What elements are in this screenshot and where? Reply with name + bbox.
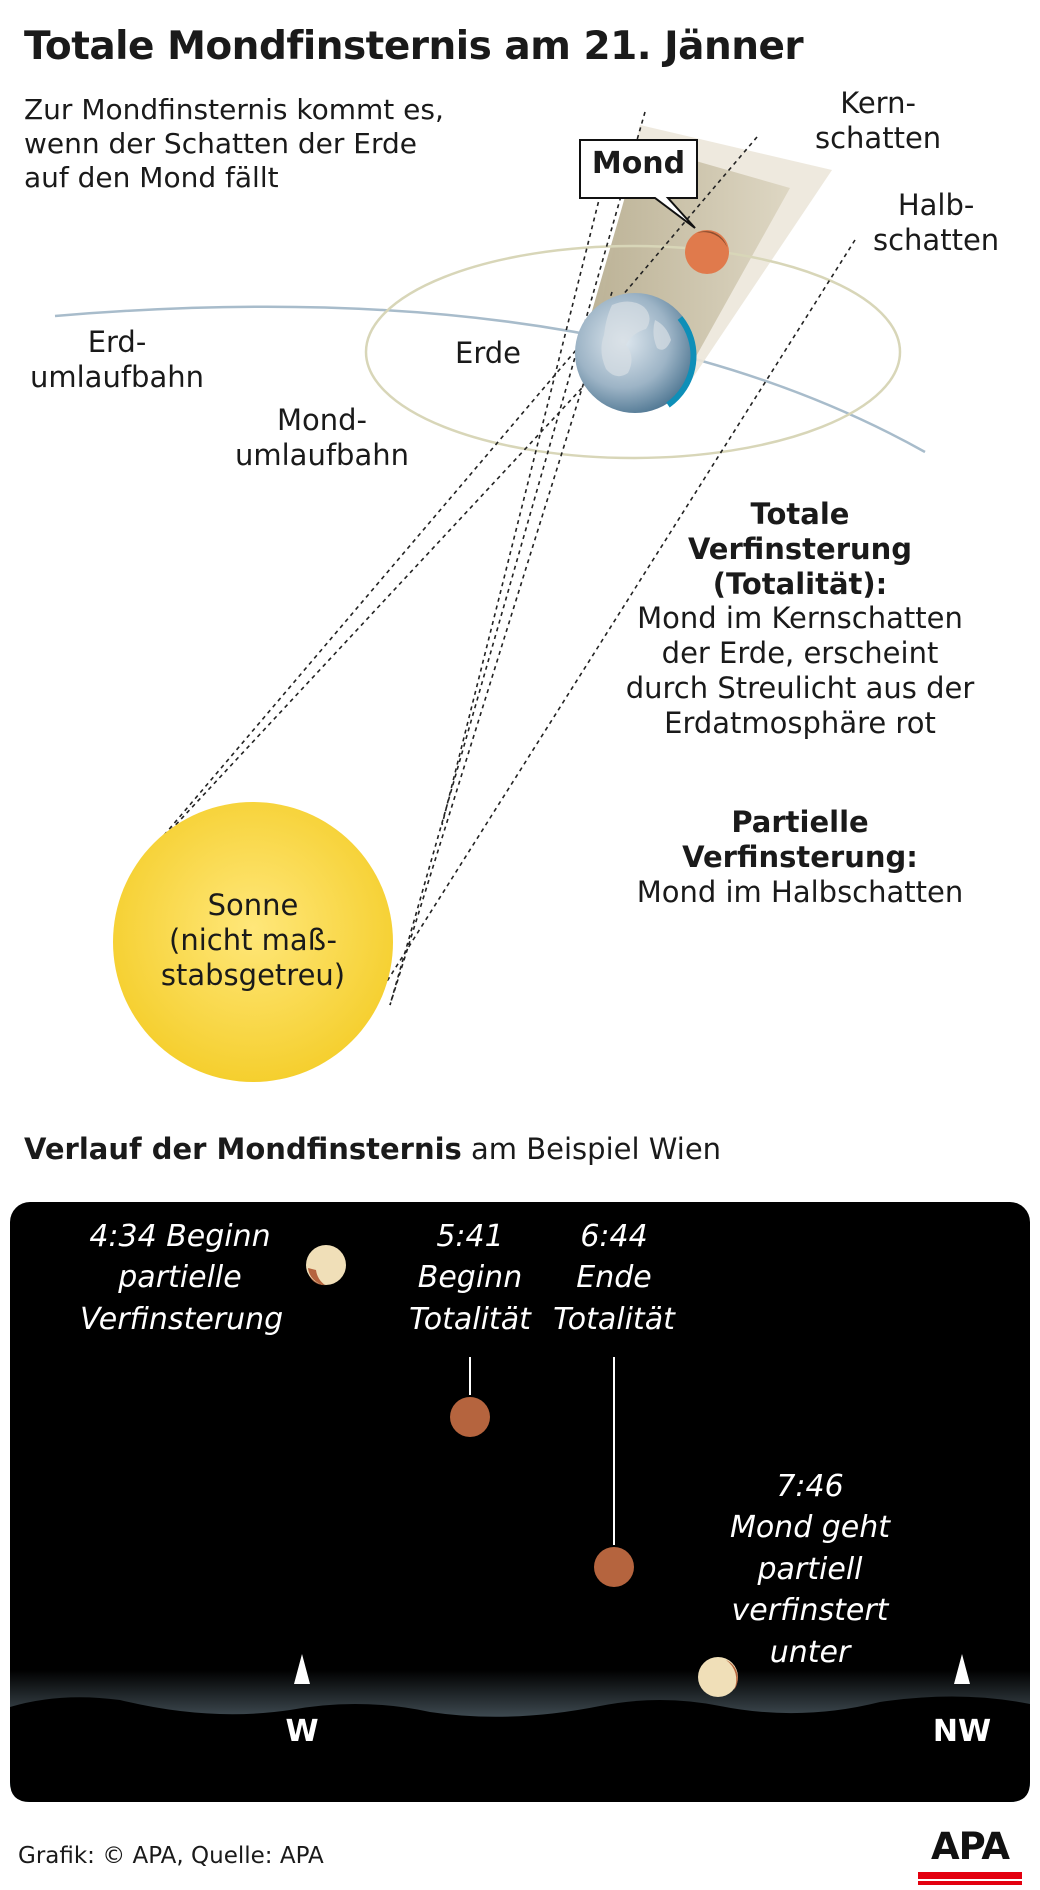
sun [113, 802, 393, 1082]
earth-shadow-edge [666, 316, 697, 408]
totality-text-line: Erdatmosphäre rot [664, 705, 936, 740]
apa-logo-graphic [918, 1872, 1022, 1885]
event-line: Mond geht [729, 1510, 891, 1546]
intro-line: wenn der Schatten der Erde [24, 127, 417, 161]
event-line: verfinstert [731, 1593, 889, 1629]
timeline-heading-rest: am Beispiel Wien [461, 1132, 722, 1166]
event-line: Totalität [553, 1301, 675, 1337]
event-moonset: 7:46 Mond geht partiell verfinstert unte… [720, 1466, 900, 1673]
event-partial-start: 4:34 Beginn partielle Verfinsterung [80, 1216, 284, 1340]
erde-label: Erde [455, 336, 521, 370]
event-line: 5:41 [436, 1219, 504, 1254]
earth [575, 293, 695, 413]
event-totality-end: 6:44 Ende Totalität [544, 1216, 684, 1340]
mond-umlaufbahn-line: umlaufbahn [235, 437, 409, 472]
event-line: 7:46 [776, 1469, 844, 1504]
moon-totality-start [450, 1397, 490, 1437]
mond-umlaufbahn-line: Mond- [276, 403, 368, 437]
event-line: partiell [757, 1551, 863, 1587]
event-line: Totalität [409, 1301, 531, 1337]
sonne-label: Sonne (nicht maß- stabsgetreu) [153, 888, 353, 992]
erd-umlaufbahn-line: Erd- [87, 325, 147, 359]
moon-totality-end [594, 1547, 634, 1587]
halbschatten-line: schatten [873, 222, 1000, 257]
moon-orbit [364, 244, 902, 460]
event-line: partielle [118, 1260, 242, 1296]
event-line: unter [769, 1634, 851, 1670]
sonne-line: (nicht maß- [169, 922, 337, 957]
apa-logo: APA [931, 1825, 1010, 1868]
timeline-heading-bold: Verlauf der Mondfinsternis [24, 1132, 462, 1166]
timeline-heading: Verlauf der Mondfinsternis am Beispiel W… [24, 1132, 721, 1167]
totality-heading-line: Verfinsterung [687, 531, 913, 566]
event-line: Ende [576, 1260, 652, 1296]
landscape-silhouette [10, 1696, 1030, 1802]
event-totality-start: 5:41 Beginn Totalität [395, 1216, 545, 1340]
kernschatten-line: schatten [815, 120, 942, 155]
mond-callout [579, 139, 698, 229]
totality-info: Totale Verfinsterung (Totalität): Mond i… [590, 497, 1010, 741]
halbschatten-label: Halb- schatten [873, 188, 999, 258]
totality-text-line: Mond im Kernschatten [637, 601, 963, 636]
moon-partial-start [306, 1245, 346, 1286]
direction-northwest: NW [932, 1714, 992, 1749]
moon-in-shadow [685, 230, 729, 274]
mond-label: Mond [591, 146, 686, 181]
kernschatten-line: Kern- [840, 86, 916, 120]
mond-umlaufbahn-label: Mond- umlaufbahn [235, 403, 409, 473]
sonne-line: Sonne [207, 888, 299, 922]
event-line: Beginn [417, 1260, 523, 1296]
totality-heading-line: Totale [750, 497, 850, 531]
sonne-line: stabsgetreu) [160, 957, 346, 992]
west-marker-icon [294, 1654, 310, 1684]
partial-heading-line: Partielle [731, 805, 869, 839]
earth-continents [601, 301, 671, 377]
erd-umlaufbahn-label: Erd- umlaufbahn [30, 325, 204, 395]
footer-credit: Grafik: © APA, Quelle: APA [18, 1843, 324, 1869]
night-sky [10, 1202, 1030, 1802]
erd-umlaufbahn-line: umlaufbahn [30, 359, 204, 394]
kernschatten-label: Kern- schatten [815, 86, 941, 156]
northwest-marker-icon [954, 1654, 970, 1684]
partial-text-line: Mond im Halbschatten [636, 874, 964, 909]
halbschatten-line: Halb- [897, 188, 975, 222]
direction-west: W [285, 1714, 319, 1749]
event-line: 4:34 Beginn [89, 1219, 271, 1254]
intro-text: Zur Mondfinsternis kommt es, wenn der Sc… [24, 93, 444, 195]
earth-orbit [54, 305, 926, 454]
shadow-lines [142, 111, 856, 1006]
totality-heading-line: (Totalität): [712, 566, 888, 601]
totality-text-line: der Erde, erscheint [661, 636, 939, 671]
intro-line: auf den Mond fällt [24, 161, 279, 195]
event-line: 6:44 [580, 1219, 648, 1254]
totality-text-line: durch Streulicht aus der [625, 670, 975, 705]
page-title: Totale Mondfinsternis am 21. Jänner [24, 24, 804, 69]
partial-heading-line: Verfinsterung: [682, 839, 918, 874]
moon-setting [698, 1657, 738, 1697]
partial-info: Partielle Verfinsterung: Mond im Halbsch… [590, 805, 1010, 909]
intro-line: Zur Mondfinsternis kommt es, [24, 93, 444, 126]
event-line: Verfinsterung [80, 1301, 284, 1337]
